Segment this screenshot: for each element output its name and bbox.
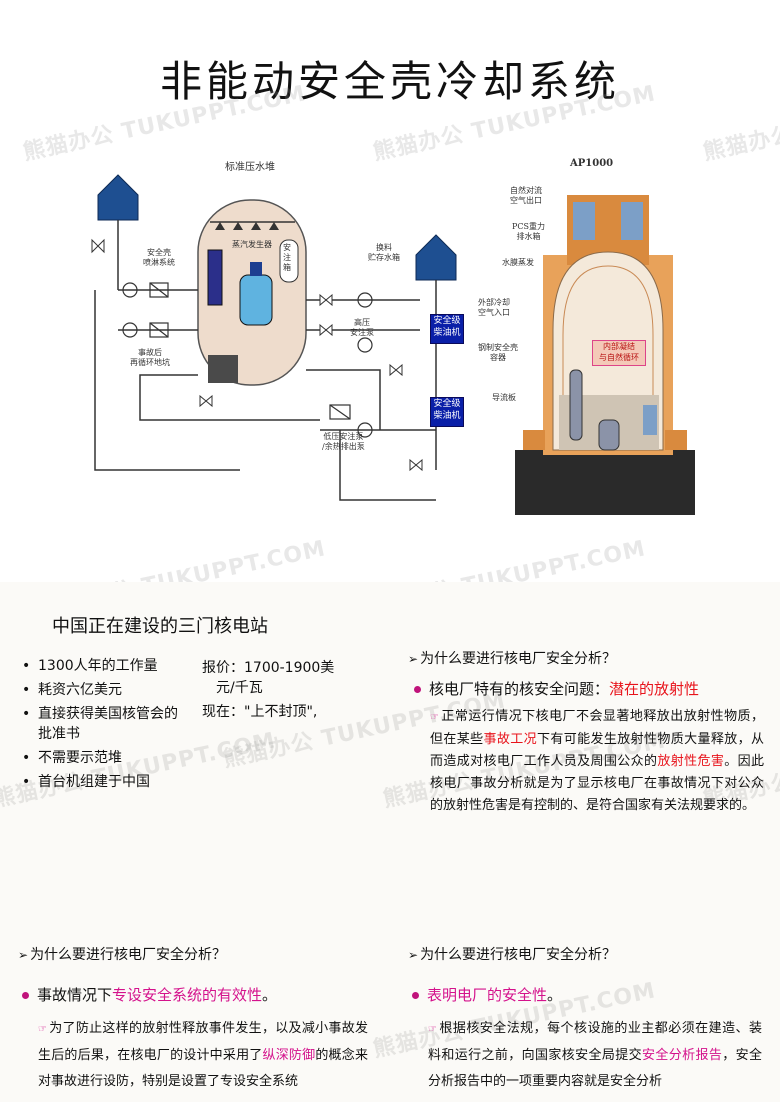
label-accumulator: 安注箱 <box>283 243 291 272</box>
left-diagram-caption: 标准压水堆 <box>225 162 275 173</box>
label-refuel-tank: 换料 贮存水箱 <box>368 243 400 262</box>
sanmen-heading: 中国正在建设的三门核电站 <box>52 616 268 637</box>
point-highlight: 专设安全系统的有效性 <box>112 986 263 1004</box>
analysis-paragraph: ☞正常运行情况下核电厂不会显著地释放出放射性物质，但在某些事故工况下有可能发生放… <box>430 706 764 817</box>
label-hp-pump: 高压 安注泵 <box>350 318 374 337</box>
para-text: 根据核安全法规，每个核设施的业主都必须在建造、装料和运行之前，向国家核安全局提交 <box>428 1021 762 1063</box>
diesel-box: 安全级 柴油机 <box>430 397 464 427</box>
list-item: 直接获得美国核管会的批准书 <box>20 704 190 744</box>
label-inner-condensation: 内部凝结 与自然循环 <box>592 340 646 366</box>
slide-sanmen: 熊猫办公 TUKUPPT.COM 熊猫办公 TUKUPPT.COM 熊猫办公 T… <box>0 582 780 892</box>
label-baffle: 导流板 <box>492 393 516 402</box>
para-text: 为了防止这样的放射性释放事件发生，以及减小事故发生后的后果，在核电厂的设计中采用… <box>38 1021 368 1063</box>
question-heading: ➢为什么要进行核电厂安全分析？ <box>408 944 616 964</box>
question-text: 为什么要进行核电厂安全分析？ <box>420 947 617 963</box>
label-recirc-sump: 事故后 再循环地坑 <box>130 348 170 367</box>
slide-title: 非能动安全壳冷却系统 <box>159 57 620 106</box>
question-text: 为什么要进行核电厂安全分析？ <box>30 947 227 963</box>
para-highlight: 纵深防御 <box>262 1048 316 1063</box>
para-text: 下有可能发生放射性物质大量释放，从而造成对核电厂工作人员及周围公众的 <box>430 732 764 769</box>
report-paragraph: ☞根据核安全法规，每个核设施的业主都必须在建造、装料和运行之前，向国家核安全局提… <box>428 1016 762 1095</box>
list-item: 1300人年的工作量 <box>20 656 190 676</box>
arrow-icon: ➢ <box>408 652 419 666</box>
list-item: 首台机组建于中国 <box>20 772 190 792</box>
price-line: 元/千瓦 <box>216 680 263 696</box>
sanmen-bullets: 1300人年的工作量 耗资六亿美元 直接获得美国核管会的批准书 不需要示范堆 首… <box>20 656 190 796</box>
hand-pointer-icon: ☞ <box>430 712 439 723</box>
now-line: 现在："上不封顶", <box>202 704 318 720</box>
label-air-outlet: 自然对流 空气出口 <box>510 186 542 205</box>
diesel-box: 安全级 柴油机 <box>430 314 464 344</box>
price-block: 报价：1700-1900美 元/千瓦 现在："上不封顶", <box>202 658 362 722</box>
point-line: 事故情况下专设安全系统的有效性。 <box>22 984 277 1005</box>
hand-pointer-icon: ☞ <box>38 1024 47 1035</box>
issue-highlight: 潜在的放射性 <box>609 680 700 698</box>
issue-line: 核电厂特有的核安全问题：潜在的放射性 <box>414 678 699 699</box>
bullet-dot-icon <box>412 992 419 999</box>
issue-prefix: 核电厂特有的核安全问题： <box>429 680 610 698</box>
label-lp-pump: 低压安注泵 /余热排出泵 <box>322 432 365 451</box>
label-water-film: 水膜蒸发 <box>502 258 534 267</box>
watermark: 熊猫办公 TUKUPPT.COM <box>41 536 329 582</box>
right-diagram-caption: AP1000 <box>570 158 614 169</box>
point-line: 表明电厂的安全性。 <box>412 984 562 1005</box>
defense-paragraph: ☞为了防止这样的放射性释放事件发生，以及减小事故发生后的后果，在核电厂的设计中采… <box>38 1016 368 1095</box>
question-heading: ➢为什么要进行核电厂安全分析？ <box>408 648 616 668</box>
question-heading: ➢为什么要进行核电厂安全分析？ <box>18 944 226 964</box>
para-text: 。因此核电厂事故分析就是为了显示核电厂在事故情况下对公众的放射性危害是有控制的、… <box>430 754 764 813</box>
label-spray-system: 安全壳 喷淋系统 <box>143 248 175 267</box>
para-text: 的概念来对事故进行设防，特别是设置了专设安全系统 <box>38 1048 368 1089</box>
para-text: 正常运行情况下核电厂不会显著地释放出放射性物质，但在某些 <box>430 709 764 747</box>
label-pcs-tank: PCS重力 排水箱 <box>512 222 545 241</box>
point-suffix: 。 <box>262 986 278 1004</box>
hand-pointer-icon: ☞ <box>428 1024 437 1035</box>
bullet-dot-icon <box>414 686 421 693</box>
point-prefix: 事故情况下 <box>37 986 113 1004</box>
label-steel-vessel: 钢制安全壳 容器 <box>478 343 518 362</box>
list-item: 不需要示范堆 <box>20 748 190 768</box>
label-steam-generator: 蒸汽发生器 <box>232 240 272 249</box>
para-text: ，安全分析报告中的一项重要内容就是安全分析 <box>428 1048 762 1089</box>
arrow-icon: ➢ <box>408 948 419 962</box>
list-item: 耗资六亿美元 <box>20 680 190 700</box>
point-suffix: 。 <box>547 986 563 1004</box>
slide-passive-containment: 非能动安全壳冷却系统 熊猫办公 TUKUPPT.COM 熊猫办公 TUKUPPT… <box>21 57 780 582</box>
arrow-icon: ➢ <box>18 948 29 962</box>
para-highlight: 放射性危害 <box>657 754 725 769</box>
bullet-dot-icon <box>22 992 29 999</box>
price-line: 报价：1700-1900美 <box>202 660 335 676</box>
watermark: 熊猫办公 TUKUPPT.COM <box>361 536 649 582</box>
question-text: 为什么要进行核电厂安全分析？ <box>420 651 617 667</box>
point-highlight: 表明电厂的安全性 <box>427 986 548 1004</box>
label-air-inlet: 外部冷却 空气入口 <box>478 298 510 317</box>
slide-safety-analysis: 熊猫办公 TUKUPPT.COM ➢为什么要进行核电厂安全分析？ 事故情况下专设… <box>0 892 780 1102</box>
para-highlight: 事故工况 <box>483 732 538 747</box>
para-highlight: 安全分析报告 <box>641 1048 723 1063</box>
pwr-schematic <box>91 174 457 501</box>
